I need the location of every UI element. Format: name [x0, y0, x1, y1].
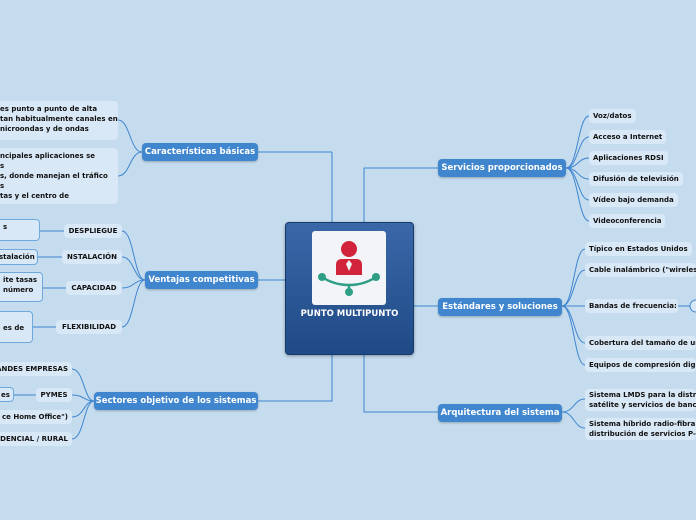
leaf-instalacion[interactable]: stalación: [0, 249, 38, 265]
network-person-icon: [312, 231, 386, 305]
central-topic[interactable]: PUNTO MULTIPUNTO: [285, 222, 414, 355]
servicio-rdsi[interactable]: Aplicaciones RDSI: [589, 151, 668, 165]
arquitectura-lmds[interactable]: Sistema LMDS para la distri satélite y s…: [585, 389, 696, 411]
sector-grandes-empresas[interactable]: ANDES EMPRESAS: [0, 362, 72, 376]
estandar-estados-unidos[interactable]: Típico en Estados Unidos: [585, 242, 692, 256]
servicio-voz-datos[interactable]: Voz/datos: [589, 109, 636, 123]
leaf-caracteristicas-2[interactable]: ncipales aplicaciones se s s, donde mane…: [0, 148, 118, 204]
estandar-cobertura[interactable]: Cobertura del tamaño de un: [585, 336, 696, 350]
sector-pymes[interactable]: PYMES: [36, 388, 72, 402]
leaf-capacidad[interactable]: ite tasas número: [0, 272, 43, 302]
estandar-compresion[interactable]: Equipos de compresión digi: [585, 358, 696, 372]
arquitectura-hibrido[interactable]: Sistema híbrido radio-fibra distribución…: [585, 418, 696, 440]
branch-estandares[interactable]: Estándares y soluciones: [438, 298, 562, 316]
tag-flexibilidad[interactable]: FLEXIBILIDAD: [56, 320, 122, 334]
leaf-flexibilidad[interactable]: es de: [0, 311, 33, 343]
servicio-acceso-internet[interactable]: Acceso a Internet: [589, 130, 667, 144]
branch-caracteristicas[interactable]: Características básicas: [142, 143, 258, 161]
tag-capacidad[interactable]: CAPACIDAD: [66, 281, 122, 295]
leaf-despliegue[interactable]: s: [0, 219, 40, 241]
servicio-video-demanda[interactable]: Vídeo bajo demanda: [589, 193, 678, 207]
tag-despliegue[interactable]: DESPLIEGUE: [64, 224, 122, 238]
servicio-difusion-tv[interactable]: Difusión de televisión: [589, 172, 683, 186]
tag-instalacion[interactable]: NSTALACIÓN: [62, 250, 122, 264]
leaf-caracteristicas-1[interactable]: es punto a punto de alta tan habitualmen…: [0, 101, 118, 140]
sector-residencial-rural[interactable]: DENCIAL / RURAL: [0, 432, 72, 446]
estandar-bandas-frecuencia[interactable]: Bandas de frecuencia:: [585, 299, 678, 313]
leaf-pymes[interactable]: es: [0, 387, 14, 402]
servicio-videoconferencia[interactable]: Videoconferencia: [589, 214, 666, 228]
branch-arquitectura[interactable]: Arquitectura del sistema: [438, 404, 562, 422]
sector-soho[interactable]: ce Home Office"): [0, 410, 72, 424]
branch-servicios[interactable]: Servicios proporcionados: [438, 159, 566, 177]
estandar-cable-inalambrico[interactable]: Cable inalámbrico ("wireles: [585, 263, 696, 277]
branch-ventajas[interactable]: Ventajas competitivas: [145, 271, 258, 289]
central-title: PUNTO MULTIPUNTO: [300, 309, 399, 319]
branch-sectores[interactable]: Sectores objetivo de los sistemas: [94, 392, 258, 410]
